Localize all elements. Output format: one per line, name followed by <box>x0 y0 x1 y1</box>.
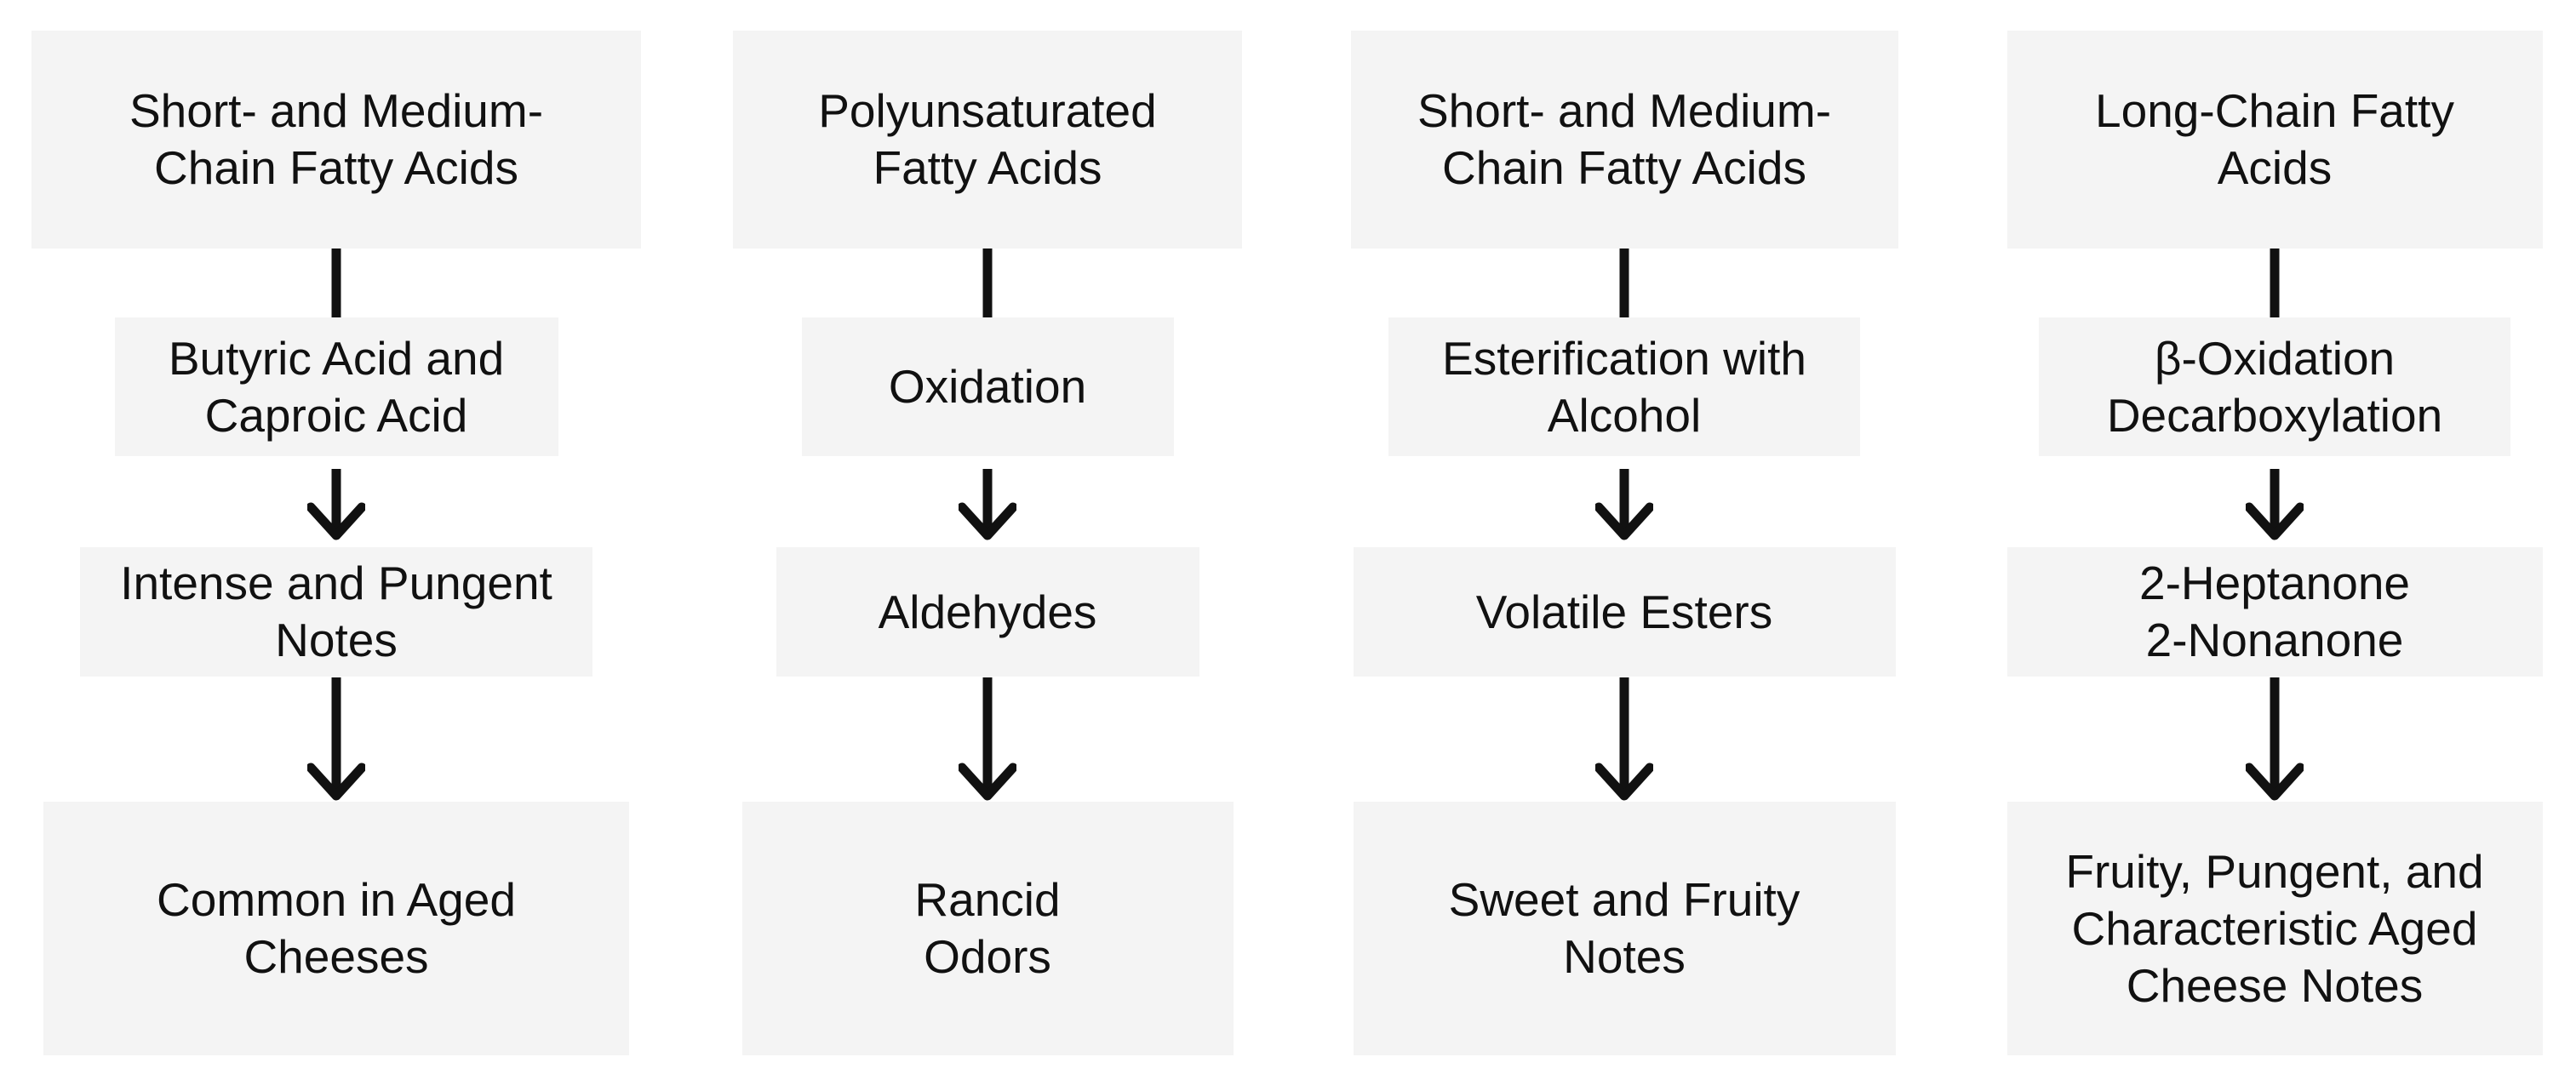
connector-arrow <box>307 677 365 802</box>
connector-arrow <box>2246 456 2304 547</box>
flow-node: Intense and Pungent Notes <box>80 547 592 677</box>
connector-arrow <box>959 456 1016 547</box>
flow-node: Volatile Esters <box>1353 547 1896 677</box>
flowchart-column-4: Long-Chain Fatty Acids β-Oxidation Decar… <box>1951 31 2576 1055</box>
flow-node-label: Esterification with Alcohol <box>1442 331 1806 442</box>
line-icon <box>331 249 341 317</box>
flow-node-label: Short- and Medium- Chain Fatty Acids <box>1417 84 1832 194</box>
connector-arrow <box>1595 677 1653 802</box>
down-arrow-icon <box>307 469 365 540</box>
flow-node: Butyric Acid and Caproic Acid <box>114 317 558 456</box>
flow-node-label: 2-Heptanone 2-Nonanone <box>2138 557 2411 666</box>
flow-node: β-Oxidation Decarboxylation <box>2039 317 2510 456</box>
down-arrow-icon <box>2246 469 2304 540</box>
connector-arrow <box>1595 456 1653 547</box>
connector-arrow <box>307 456 365 547</box>
flow-node-label: Fruity, Pungent, and Characteristic Aged… <box>2065 844 2484 1012</box>
flow-node-label: Intense and Pungent Notes <box>120 557 552 666</box>
flow-node-label: β-Oxidation Decarboxylation <box>2106 331 2443 442</box>
flowchart-column-2: Polyunsaturated Fatty Acids Oxidation Al… <box>664 31 1311 1055</box>
connector-plain <box>2264 249 2285 317</box>
line-icon <box>2270 249 2280 317</box>
flow-node: Short- and Medium- Chain Fatty Acids <box>1350 31 1898 249</box>
flow-node-label: Aldehydes <box>878 585 1097 638</box>
flow-node-label: Volatile Esters <box>1475 585 1773 638</box>
flow-node-label: Polyunsaturated Fatty Acids <box>818 84 1157 194</box>
flowchart-column-1: Short- and Medium- Chain Fatty Acids But… <box>13 31 660 1055</box>
down-arrow-icon <box>307 677 365 801</box>
line-icon <box>1619 249 1629 317</box>
flow-node: Common in Aged Cheeses <box>43 802 629 1055</box>
flow-node: Fruity, Pungent, and Characteristic Aged… <box>2006 802 2543 1055</box>
connector-plain <box>326 249 346 317</box>
flow-node: Long-Chain Fatty Acids <box>2006 31 2543 249</box>
connector-arrow <box>959 677 1016 802</box>
flow-node: Rancid Odors <box>741 802 1234 1055</box>
flow-node-label: Long-Chain Fatty Acids <box>2095 84 2454 194</box>
flow-node: Short- and Medium- Chain Fatty Acids <box>31 31 641 249</box>
flow-node: Aldehydes <box>776 547 1199 677</box>
flow-node-label: Common in Aged Cheeses <box>157 873 516 983</box>
down-arrow-icon <box>959 677 1016 801</box>
flow-node-label: Oxidation <box>888 360 1087 413</box>
flow-node-label: Short- and Medium- Chain Fatty Acids <box>129 84 544 194</box>
down-arrow-icon <box>2246 677 2304 801</box>
flowchart-column-3: Short- and Medium- Chain Fatty Acids Est… <box>1301 31 1948 1055</box>
flow-node-label: Rancid Odors <box>914 873 1061 983</box>
connector-plain <box>977 249 998 317</box>
line-icon <box>982 249 993 317</box>
flow-node: Esterification with Alcohol <box>1388 317 1860 456</box>
flow-node: Sweet and Fruity Notes <box>1353 802 1896 1055</box>
connector-arrow <box>2246 677 2304 802</box>
flow-node-label: Sweet and Fruity Notes <box>1448 873 1800 983</box>
flow-node: Oxidation <box>801 317 1174 456</box>
flow-node: Polyunsaturated Fatty Acids <box>733 31 1242 249</box>
down-arrow-icon <box>1595 677 1653 801</box>
connector-plain <box>1614 249 1634 317</box>
down-arrow-icon <box>959 469 1016 540</box>
down-arrow-icon <box>1595 469 1653 540</box>
flow-node: 2-Heptanone 2-Nonanone <box>2006 547 2543 677</box>
flow-node-label: Butyric Acid and Caproic Acid <box>168 331 505 442</box>
